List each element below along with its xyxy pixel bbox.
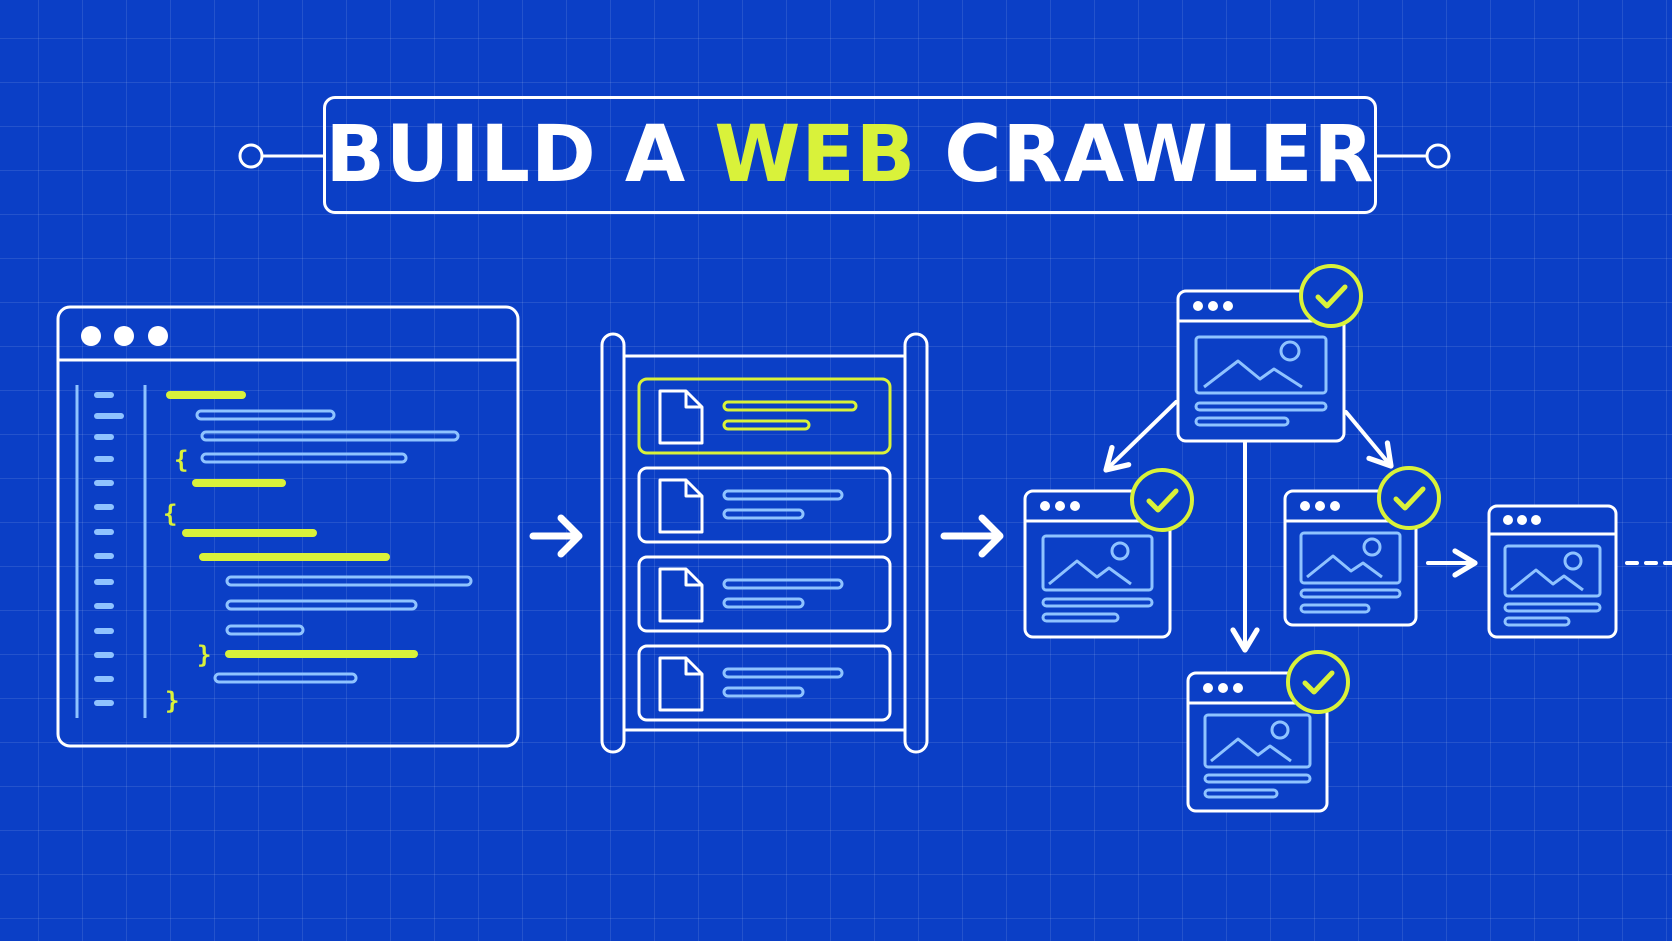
arrow-icon bbox=[529, 514, 583, 558]
url-queue bbox=[600, 332, 929, 754]
arrow-icon bbox=[940, 514, 1004, 558]
checkmark-badge-icon bbox=[1132, 470, 1192, 530]
document-icon bbox=[658, 656, 704, 712]
title-part-1: BUILD A bbox=[325, 110, 715, 200]
image-icon bbox=[1503, 544, 1602, 598]
checkmark-badge-icon bbox=[1288, 652, 1348, 712]
line-number-gutter bbox=[94, 392, 124, 706]
window-dot-icon bbox=[114, 326, 134, 346]
web-page-node-pending bbox=[1487, 504, 1618, 639]
document-icon bbox=[658, 567, 704, 623]
web-page-node-root bbox=[1176, 289, 1346, 443]
image-icon bbox=[1299, 531, 1402, 585]
title-part-2: CRAWLER bbox=[916, 110, 1375, 200]
code-brace: } bbox=[197, 641, 211, 669]
window-dot-icon bbox=[81, 326, 101, 346]
queue-item bbox=[637, 466, 892, 544]
graph-connectors bbox=[1103, 400, 1672, 653]
queue-item-active bbox=[637, 377, 892, 455]
code-brace: { bbox=[163, 500, 177, 528]
window-dot-icon bbox=[148, 326, 168, 346]
title-banner: BUILD A WEB CRAWLER bbox=[323, 96, 1377, 214]
title-highlight: WEB bbox=[714, 110, 917, 200]
checkmark-badge-icon bbox=[1301, 266, 1361, 326]
image-icon bbox=[1041, 534, 1154, 592]
code-brace: { bbox=[174, 446, 188, 474]
checkmark-badge-icon bbox=[1379, 468, 1439, 528]
title-connector-right bbox=[1377, 143, 1451, 169]
document-icon bbox=[658, 478, 704, 534]
document-icon bbox=[658, 389, 704, 445]
queue-item bbox=[637, 644, 892, 722]
title-connector-left bbox=[238, 143, 323, 169]
web-page-node bbox=[1283, 489, 1418, 627]
image-icon bbox=[1203, 713, 1312, 769]
code-editor-window: { { } } bbox=[56, 305, 520, 748]
code-brace: } bbox=[165, 687, 179, 715]
title: BUILD A WEB CRAWLER bbox=[325, 110, 1374, 200]
web-page-node bbox=[1023, 489, 1172, 639]
image-icon bbox=[1194, 335, 1328, 395]
queue-item bbox=[637, 555, 892, 633]
code-lines bbox=[166, 391, 473, 684]
